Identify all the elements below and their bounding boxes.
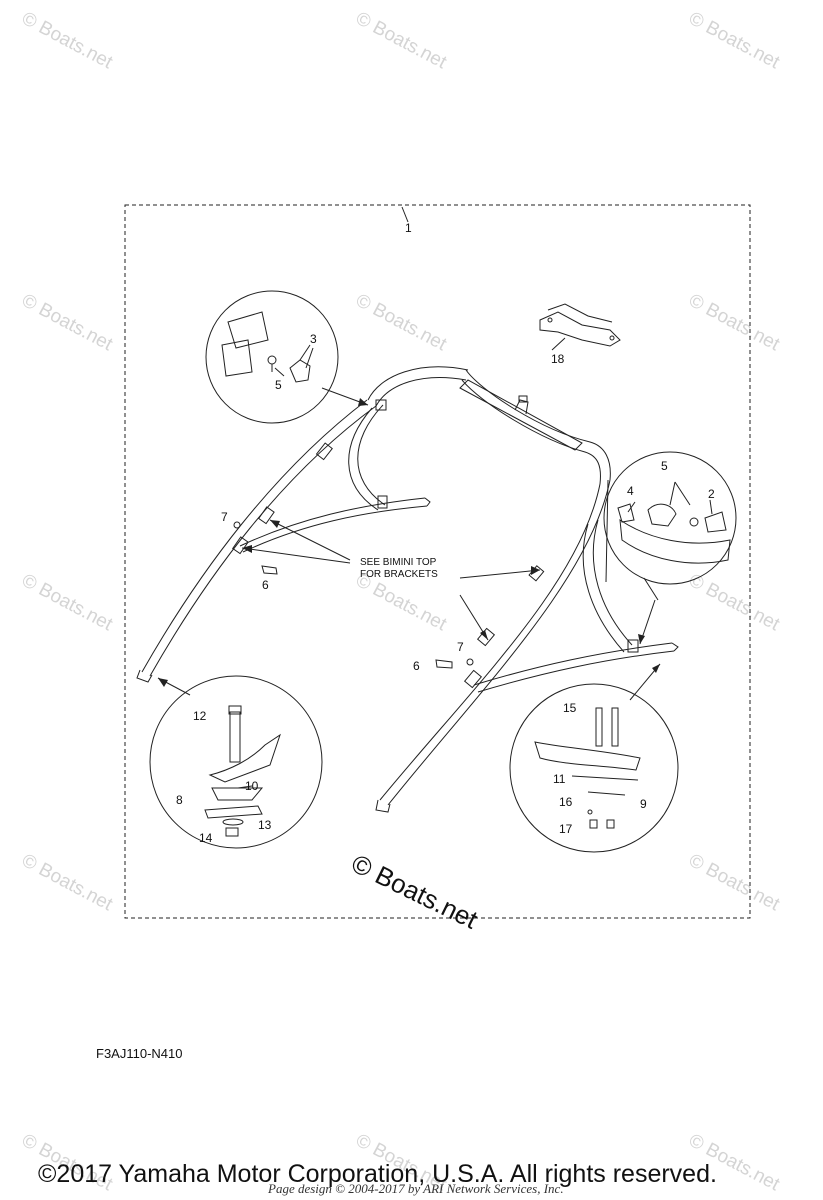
callout-16: 16 xyxy=(559,795,573,809)
callout-5: 5 xyxy=(275,378,282,392)
assembly-callout: 1 xyxy=(405,221,412,235)
callout-7: 7 xyxy=(221,510,228,524)
callout-3: 3 xyxy=(310,332,317,346)
callout-5: 5 xyxy=(661,459,668,473)
callout-18: 18 xyxy=(551,352,565,366)
callout-8: 8 xyxy=(176,793,183,807)
callout-6: 6 xyxy=(262,578,269,592)
detail-circle-mount-plate xyxy=(509,683,679,853)
bimini-note: SEE BIMINI TOP FOR BRACKETS xyxy=(360,557,438,580)
hardware-6-7 xyxy=(233,521,474,669)
callout-7: 7 xyxy=(457,640,464,654)
leader-lines xyxy=(157,337,661,701)
callout-17: 17 xyxy=(559,822,573,836)
leader-line xyxy=(401,206,409,223)
callout-11: 11 xyxy=(553,772,566,786)
diagram-code: F3AJ110-N410 xyxy=(96,1046,183,1061)
callout-13: 13 xyxy=(258,818,272,832)
callout-6: 6 xyxy=(413,659,420,673)
tower-right-leg xyxy=(375,479,611,813)
callout-12: 12 xyxy=(193,709,207,723)
callout-4: 4 xyxy=(627,484,634,498)
tower-left-rear-curve xyxy=(348,399,388,511)
callout-15: 15 xyxy=(563,701,577,715)
tower-right-brace xyxy=(473,642,679,693)
bracket-part-18 xyxy=(539,303,621,347)
detail-circle-knob xyxy=(205,290,339,424)
callout-9: 9 xyxy=(640,797,647,811)
tower-top-crossbar xyxy=(367,366,611,485)
tower-right-rear-curve xyxy=(582,519,639,653)
tower-left-brace xyxy=(239,497,431,553)
assembly-boundary xyxy=(124,204,751,919)
tower-left-leg xyxy=(136,399,377,683)
page-credit: Page design © 2004-2017 by ARI Network S… xyxy=(268,1181,564,1196)
copyright-notice: ©2017 Yamaha Motor Corporation, U.S.A. A… xyxy=(38,1160,717,1188)
detail-circle-clamp xyxy=(603,451,737,585)
callout-2: 2 xyxy=(708,487,715,501)
leader-arrowheads xyxy=(158,398,660,687)
callout-14: 14 xyxy=(199,831,213,845)
detail-circle-mount-bolt xyxy=(149,675,323,849)
callout-10: 10 xyxy=(245,779,259,793)
